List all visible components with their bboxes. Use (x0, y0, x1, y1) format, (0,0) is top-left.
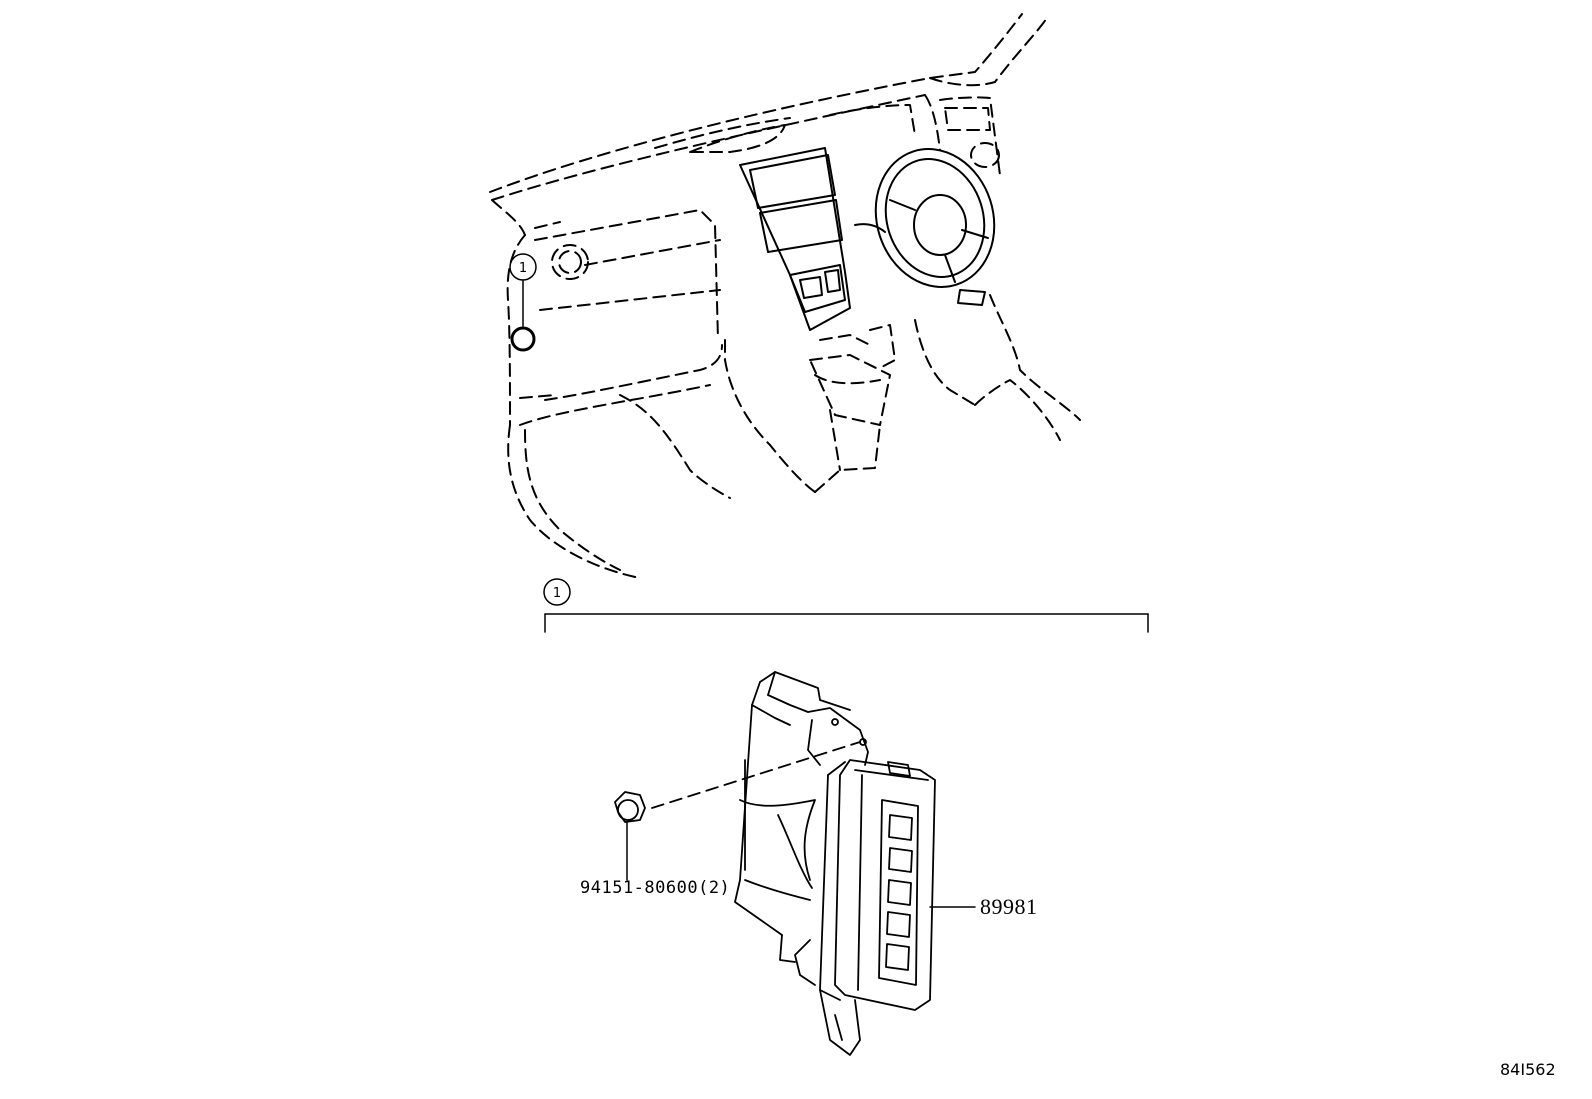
bolt-part-number: 94151-80600(2) (580, 878, 731, 898)
illustration-code: 84I562 (1500, 1060, 1556, 1079)
steering-wheel (854, 148, 996, 306)
group-bracket (543, 578, 1149, 633)
bolt (614, 791, 646, 881)
group-callout-number: 1 (553, 586, 561, 601)
ecu-unit (734, 671, 936, 1056)
ecu-part-number: 89981 (980, 894, 1038, 919)
dashboard-outline (489, 13, 1081, 579)
bolt-guide-line (651, 741, 861, 809)
dash-callout-number: 1 (519, 261, 527, 276)
center-console (739, 147, 851, 331)
dash-callout (509, 253, 537, 352)
